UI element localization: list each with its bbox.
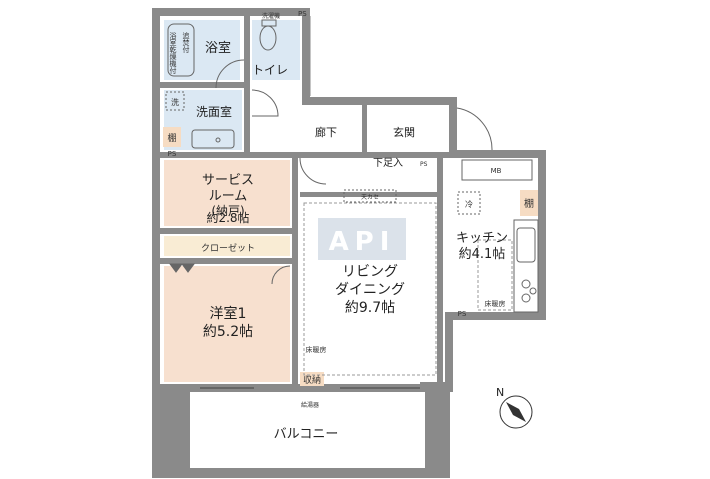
ps-top-label: PS (298, 10, 307, 18)
floor-fills (163, 20, 538, 386)
watermark: API (318, 218, 406, 260)
floor-heating-lr-label: 床暖房 (306, 345, 327, 354)
closet-marks (169, 263, 195, 273)
floor-heating-lr-area (303, 202, 437, 376)
entrance-label: 玄関 (393, 125, 415, 139)
labels: 浴室 浴室乾燥機付 追焚付 トイレ PS 洗濯機 洗面室 洗 棚 PS 廊下 玄… (167, 10, 534, 442)
western-room-size: 約5.2帖 (203, 324, 253, 340)
service-room-size: 約2.8帖 (206, 210, 249, 225)
storage-label: 収納 (303, 374, 321, 386)
compass-rose: N (496, 386, 533, 429)
living-line1: リビング (342, 264, 398, 280)
shelf-kitchen-label: 棚 (524, 197, 534, 210)
washer-box (165, 91, 185, 111)
ps-small-label: PS (420, 161, 428, 168)
ps-kitchen-label: PS (458, 310, 467, 318)
service-room-line3: (納戸) (211, 204, 244, 218)
water-heater-label: 給湯器 (301, 401, 319, 409)
basin-drain (215, 137, 221, 143)
corridor-label: 廊下 (315, 125, 337, 139)
stove-burner-1 (521, 279, 531, 289)
shelf-wash-fill (163, 127, 181, 147)
bath-door-arc (215, 59, 245, 89)
ps-left-label: PS (168, 150, 177, 158)
washroom-door-arc (251, 89, 279, 117)
western-room-floor (164, 266, 290, 382)
service-room-floor (164, 160, 290, 226)
living-size: 約9.7帖 (345, 300, 395, 316)
toilet-label: トイレ (252, 63, 288, 77)
mb-box (461, 159, 533, 181)
mb-label: MB (491, 167, 502, 175)
western-room-label: 洋室1 (210, 305, 247, 322)
hood-label: 天カセ (361, 194, 379, 201)
compass-arrow-icon (506, 402, 526, 422)
western-door-arc (271, 265, 291, 285)
washer-label: 洗 (171, 97, 179, 107)
compass-north-label: N (496, 386, 504, 399)
floor-heating-kitchen-area (477, 239, 513, 311)
shelf-kitchen-fill (520, 190, 538, 216)
hood-box (343, 189, 397, 203)
stove-burner-2 (521, 293, 531, 303)
closet-floor (164, 236, 290, 256)
fixtures (165, 16, 539, 389)
shelf-wash-label: 棚 (167, 132, 176, 144)
entrance-door-arc (456, 107, 493, 151)
living-line2: ダイニング (335, 282, 405, 298)
walls (152, 8, 546, 478)
kitchen-label: キッチン (456, 231, 508, 246)
service-room-line2: ルーム (209, 189, 248, 204)
floor-heating-kitchen-label: 床暖房 (485, 299, 506, 308)
toilet-tank (261, 19, 277, 27)
watermark-text: API (329, 227, 396, 257)
kitchen-counter (513, 219, 539, 313)
wash-basin (191, 129, 235, 149)
service-room-line1: サービス (202, 173, 254, 188)
bath-floor (164, 20, 240, 80)
lr-door-arc (299, 157, 327, 185)
stove-burner-3 (529, 287, 537, 295)
bathtub (167, 23, 195, 77)
fridge-box (457, 191, 481, 215)
closet-label: クローゼット (201, 242, 255, 254)
bath-dryer-label: 浴室乾燥機付 (169, 31, 177, 75)
fridge-label: 冷 (465, 199, 473, 209)
kitchen-sink (516, 227, 536, 263)
washroom-label: 洗面室 (196, 104, 232, 119)
balcony-label: バルコニー (274, 427, 339, 442)
shoe-box-label: 下足入 (373, 157, 403, 169)
reheat-label: 追焚付 (182, 31, 190, 54)
toilet-floor (252, 20, 300, 80)
bath-label: 浴室 (205, 40, 231, 56)
kitchen-size: 約4.1帖 (459, 247, 506, 262)
sink-label: 洗濯機 (262, 12, 280, 20)
